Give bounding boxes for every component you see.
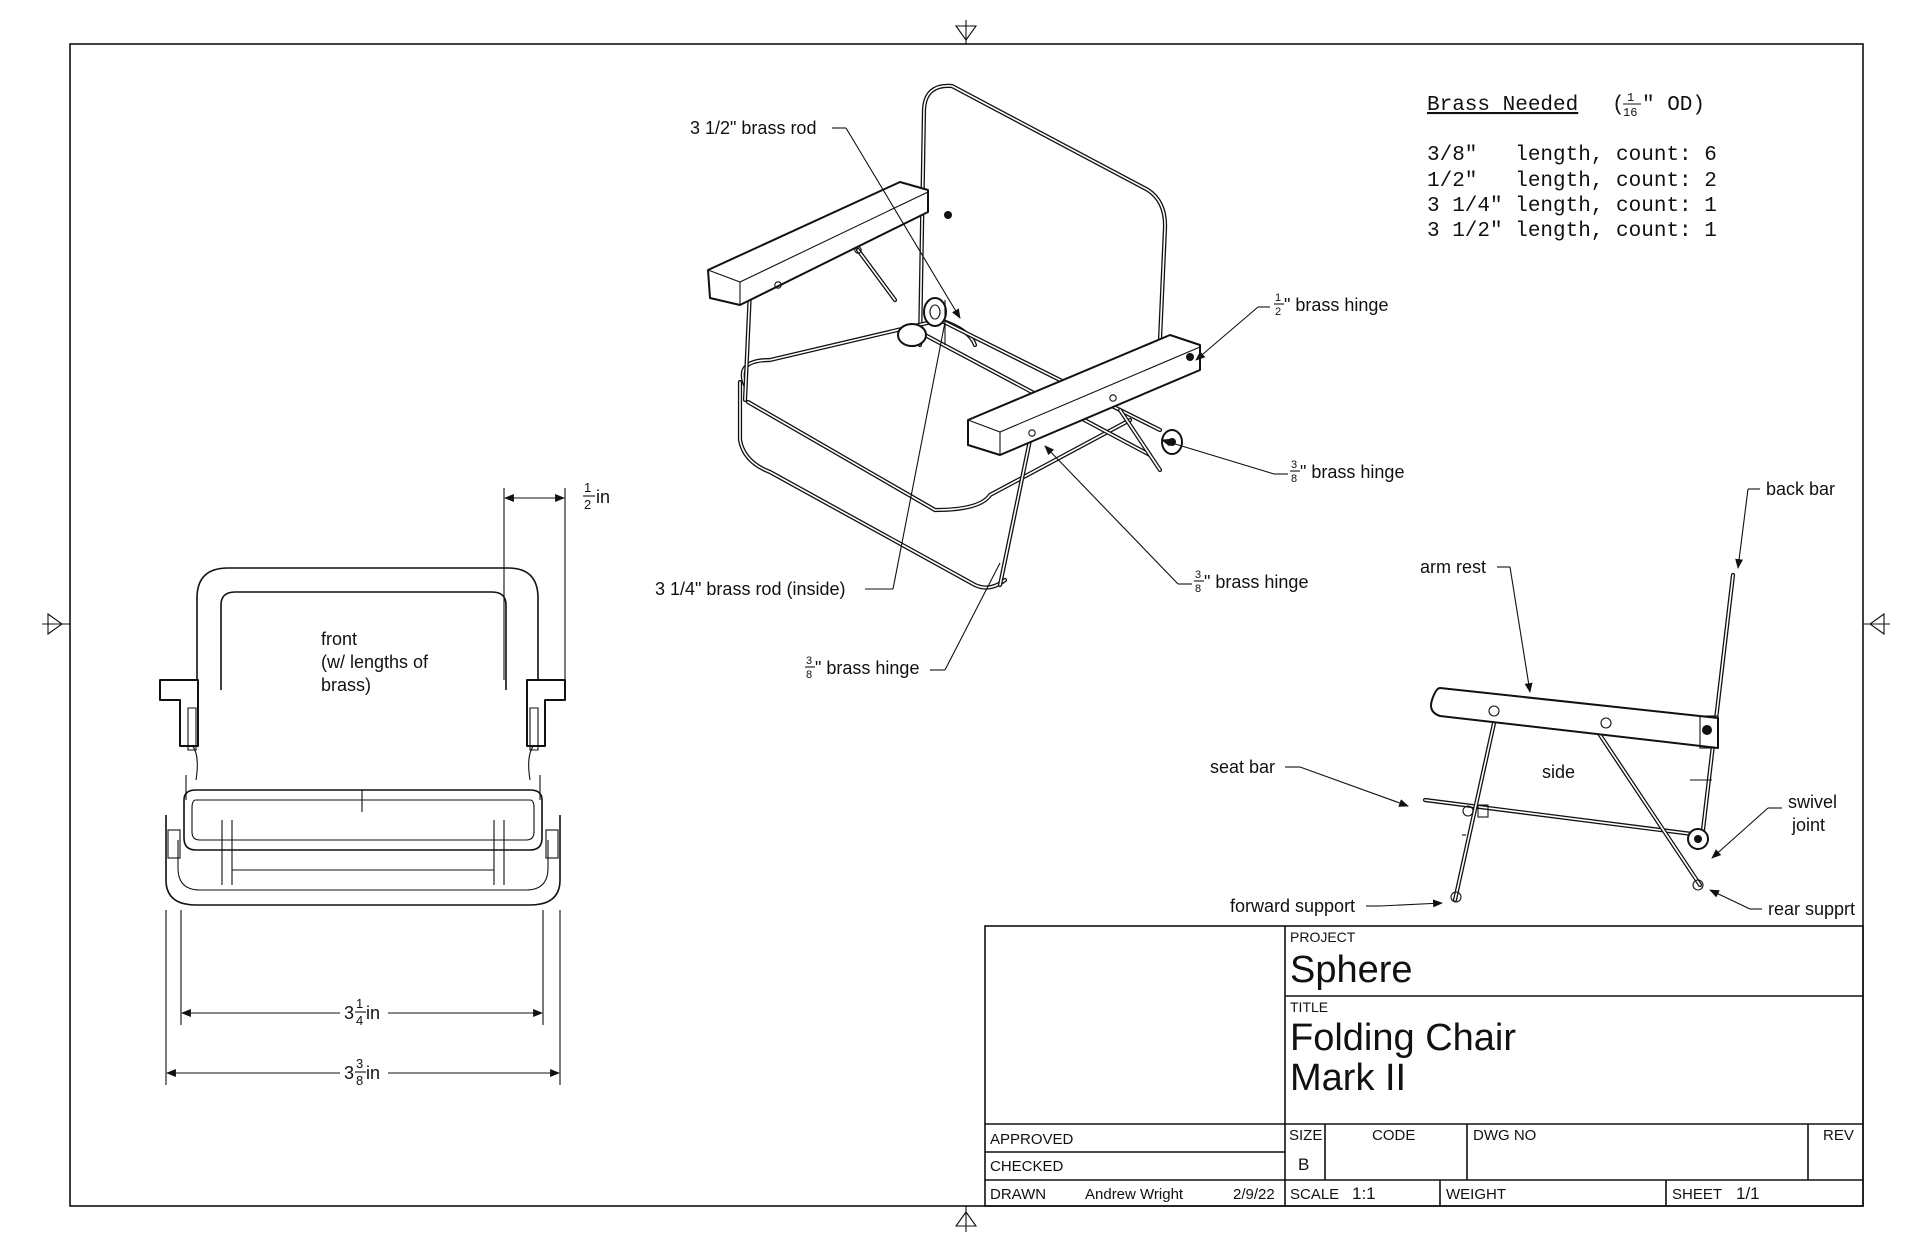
label-38-brass-hinge-c: " brass hinge bbox=[815, 658, 919, 678]
drawn-label: DRAWN bbox=[990, 1186, 1046, 1203]
rev-label: REV bbox=[1823, 1127, 1854, 1144]
isometric-view bbox=[707, 83, 1201, 590]
dim-outer-num: 3 bbox=[356, 1056, 363, 1071]
sheet-label: SHEET bbox=[1672, 1186, 1722, 1203]
title-line2: Mark II bbox=[1290, 1057, 1406, 1099]
side-view: side bbox=[1422, 572, 1736, 903]
label-38-brass-hinge-b: " brass hinge bbox=[1204, 572, 1308, 592]
dim-inner-den: 4 bbox=[356, 1013, 363, 1028]
dim-inner-num: 1 bbox=[356, 996, 363, 1011]
dim-half-unit: in bbox=[596, 487, 610, 507]
label-forward-support: forward support bbox=[1230, 896, 1355, 916]
side-annotations: back bar arm rest seat bar swivel joint … bbox=[1210, 479, 1855, 919]
brass-row: 3 1/2" length, count: 1 bbox=[1427, 220, 1717, 243]
brass-row: 1/2" length, count: 2 bbox=[1427, 170, 1717, 193]
weight-label: WEIGHT bbox=[1446, 1186, 1506, 1203]
dim-outer-unit: in bbox=[366, 1063, 380, 1083]
iso-legs bbox=[742, 247, 1183, 588]
front-label-line3: brass) bbox=[321, 675, 371, 695]
brass-table-title: Brass Needed bbox=[1427, 94, 1578, 117]
centering-marks bbox=[42, 20, 1890, 1232]
checked-label: CHECKED bbox=[990, 1158, 1064, 1175]
label-3-1-2-brass-rod: 3 1/2" brass rod bbox=[690, 118, 816, 138]
label-arm-rest: arm rest bbox=[1420, 557, 1486, 577]
label-38-hinge-b-den: 8 bbox=[1195, 583, 1201, 595]
iso-center-hinge bbox=[897, 211, 952, 347]
brass-table-od-close: " OD) bbox=[1642, 94, 1705, 117]
label-38-hinge-a-den: 8 bbox=[1291, 473, 1297, 485]
brass-table-od-num: 1 bbox=[1627, 91, 1634, 105]
label-38-hinge-a-num: 3 bbox=[1291, 459, 1297, 471]
size-label: SIZE bbox=[1289, 1127, 1322, 1144]
dim-half-num: 1 bbox=[584, 480, 591, 495]
dim-inner-whole: 3 bbox=[344, 1003, 354, 1023]
front-view: front (w/ lengths of brass) bbox=[159, 567, 566, 906]
label-seat-bar: seat bar bbox=[1210, 757, 1275, 777]
iso-left-armrest bbox=[707, 181, 929, 306]
code-label: CODE bbox=[1372, 1127, 1415, 1144]
label-half-brass-hinge: " brass hinge bbox=[1284, 295, 1388, 315]
label-swivel-2: joint bbox=[1791, 815, 1825, 835]
label-38-hinge-b-num: 3 bbox=[1195, 569, 1201, 581]
title-line1: Folding Chair bbox=[1290, 1017, 1516, 1059]
label-half-hinge-num: 1 bbox=[1275, 292, 1281, 304]
label-38-hinge-c-num: 3 bbox=[806, 655, 812, 667]
scale-label: SCALE bbox=[1290, 1186, 1339, 1203]
scale-value: 1:1 bbox=[1352, 1184, 1376, 1203]
front-label-line1: front bbox=[321, 629, 357, 649]
label-back-bar: back bar bbox=[1766, 479, 1835, 499]
label-38-hinge-c-den: 8 bbox=[806, 669, 812, 681]
brass-table-od-den: 16 bbox=[1623, 106, 1637, 120]
sheet-value: 1/1 bbox=[1736, 1184, 1760, 1203]
label-half-hinge-den: 2 bbox=[1275, 306, 1281, 318]
label-38-brass-hinge-a: " brass hinge bbox=[1300, 462, 1404, 482]
label-3-1-4-brass-rod: 3 1/4" brass rod (inside) bbox=[655, 579, 845, 599]
sheet-border bbox=[69, 43, 1864, 1207]
drawn-date: 2/9/22 bbox=[1233, 1186, 1275, 1203]
iso-seat-frame bbox=[737, 317, 1163, 590]
approved-label: APPROVED bbox=[990, 1131, 1074, 1148]
brass-row: 3 1/4" length, count: 1 bbox=[1427, 195, 1717, 218]
iso-right-armrest bbox=[967, 334, 1201, 456]
dwg-no-label: DWG NO bbox=[1473, 1127, 1536, 1144]
iso-backrest bbox=[917, 83, 1168, 348]
front-label-line2: (w/ lengths of bbox=[321, 652, 429, 672]
brass-table-od-open: ( bbox=[1612, 94, 1625, 117]
side-label: side bbox=[1542, 762, 1575, 782]
title-block: PROJECT Sphere TITLE Folding Chair Mark … bbox=[984, 925, 1864, 1207]
label-swivel-1: swivel bbox=[1788, 792, 1837, 812]
dim-outer-den: 8 bbox=[356, 1073, 363, 1088]
project-label: PROJECT bbox=[1290, 929, 1356, 945]
dim-half-den: 2 bbox=[584, 497, 591, 512]
front-dimensions: 1 2 in 3 1 4 in 3 3 8 in bbox=[165, 480, 610, 1088]
iso-annotations: 3 1/2" brass rod 3 1/4" brass rod (insid… bbox=[655, 118, 1404, 681]
label-rear-support: rear supprt bbox=[1768, 899, 1855, 919]
drawn-by: Andrew Wright bbox=[1085, 1186, 1184, 1203]
brass-needed-table: Brass Needed ( 1 16 " OD) 3/8" length, c… bbox=[1427, 91, 1717, 243]
project-name: Sphere bbox=[1290, 949, 1413, 991]
dim-inner-unit: in bbox=[366, 1003, 380, 1023]
size-value: B bbox=[1298, 1155, 1309, 1174]
dim-outer-whole: 3 bbox=[344, 1063, 354, 1083]
brass-row: 3/8" length, count: 6 bbox=[1427, 144, 1717, 167]
title-label: TITLE bbox=[1290, 999, 1328, 1015]
